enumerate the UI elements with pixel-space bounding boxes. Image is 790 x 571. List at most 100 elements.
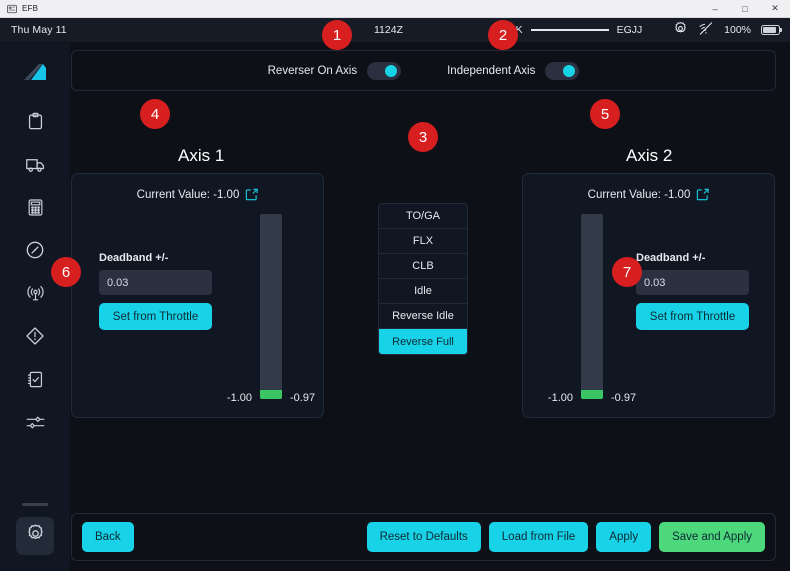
axis1-gauge-fill [260, 390, 282, 399]
axis1-current-value: Current Value: -1.00 [72, 188, 323, 201]
gear-icon [25, 523, 46, 549]
axis2-deadband-label: Deadband +/- [636, 252, 706, 264]
sidebar-item-dispatch[interactable] [15, 102, 55, 145]
axis2-deadband-input[interactable] [636, 270, 749, 295]
sidebar-item-controls[interactable] [15, 403, 55, 446]
header-date: Thu May 11 [11, 24, 67, 36]
detent-item-clb[interactable]: CLB [379, 254, 467, 279]
sidebar-item-navigation[interactable] [15, 231, 55, 274]
efb-header: Thu May 11 1124Z CK EGJJ [0, 18, 790, 43]
annotation-marker-1: 1 [322, 20, 352, 50]
warning-diamond-icon [25, 326, 45, 351]
window-title: EFB [22, 4, 39, 13]
wifi-off-icon[interactable] [698, 21, 714, 39]
sliders-icon [25, 413, 46, 437]
reverser-on-axis-toggle[interactable] [367, 61, 402, 80]
axis2-throttle-gauge: -1.00 -0.97 [548, 214, 636, 404]
titlebar-left: EFB [0, 4, 38, 14]
sidebar [0, 43, 70, 571]
toggle-knob [563, 64, 576, 77]
close-button[interactable]: ✕ [771, 3, 779, 13]
clipboard-icon [26, 112, 45, 136]
annotation-marker-5: 5 [590, 99, 620, 129]
tail-fin-logo-icon [22, 62, 48, 87]
axis2-gauge-fill [581, 390, 603, 399]
independent-axis-option[interactable]: Independent Axis [447, 61, 580, 80]
independent-axis-toggle[interactable] [545, 61, 580, 80]
main-content: Reverser On Axis Independent Axis Axis 1… [70, 43, 790, 571]
detent-item-idle[interactable]: Idle [379, 279, 467, 304]
edit-pencil-icon[interactable] [245, 188, 259, 201]
detent-item-to-ga[interactable]: TO/GA [379, 204, 467, 229]
battery-icon [761, 25, 783, 35]
axis1-set-from-throttle-button[interactable]: Set from Throttle [99, 303, 212, 330]
sidebar-item-performance[interactable] [15, 188, 55, 231]
axis1-deadband-label: Deadband +/- [99, 252, 169, 264]
sidebar-item-checklists[interactable] [15, 360, 55, 403]
header-route: CK EGJJ [508, 24, 642, 36]
route-line [530, 29, 609, 31]
action-bar-right: Reset to Defaults Load from File Apply S… [366, 522, 765, 552]
axis2-deadband-block: Deadband +/- Set from Throttle [636, 252, 749, 330]
axis1-gauge-track [260, 214, 282, 399]
annotation-marker-4: 4 [140, 99, 170, 129]
detent-item-reverse-idle[interactable]: Reverse Idle [379, 304, 467, 329]
axis2-gauge-track [581, 214, 603, 399]
app-window-icon [7, 4, 17, 14]
sidebar-item-ground-services[interactable] [15, 145, 55, 188]
axis2-panel: Current Value: -1.00 Deadband +/- Set fr… [522, 173, 775, 418]
axis2-gauge-high-label: -0.97 [611, 392, 637, 404]
axis1-gauge-low-label: -1.00 [226, 392, 252, 404]
axis1-deadband-input[interactable] [99, 270, 212, 295]
sidebar-item-atc[interactable] [15, 274, 55, 317]
action-bar: Back Reset to Defaults Load from File Ap… [71, 513, 776, 561]
save-and-apply-button[interactable]: Save and Apply [659, 522, 765, 552]
annotation-marker-6: 6 [51, 257, 81, 287]
edit-pencil-icon[interactable] [696, 188, 710, 201]
battery-percent: 100% [724, 24, 751, 36]
reverser-on-axis-option[interactable]: Reverser On Axis [267, 61, 402, 80]
reset-to-defaults-button[interactable]: Reset to Defaults [366, 522, 481, 552]
axis1-current-value-text: Current Value: -1.00 [136, 188, 240, 201]
maximize-button[interactable]: □ [742, 3, 748, 14]
minimize-button[interactable]: – [712, 3, 718, 14]
sidebar-item-settings[interactable] [16, 517, 54, 555]
axis2-current-value-text: Current Value: -1.00 [587, 188, 691, 201]
axis1-throttle-gauge: -1.00 -0.97 [227, 214, 315, 404]
window-titlebar: EFB – □ ✕ [0, 0, 790, 18]
sidebar-divider [22, 503, 48, 506]
axis2-gauge-low-label: -1.00 [547, 392, 573, 404]
window-controls: – □ ✕ [700, 0, 790, 18]
back-button[interactable]: Back [82, 522, 134, 552]
calculator-icon [26, 198, 45, 222]
header-status-icons: 100% [673, 21, 783, 39]
detent-item-flx[interactable]: FLX [379, 229, 467, 254]
broadcast-icon [25, 284, 46, 308]
reverser-on-axis-label: Reverser On Axis [267, 64, 358, 77]
sidebar-item-failures[interactable] [15, 317, 55, 360]
axis1-gauge-high-label: -0.97 [290, 392, 316, 404]
compass-icon [25, 240, 45, 265]
independent-axis-label: Independent Axis [447, 64, 536, 77]
axis1-deadband-block: Deadband +/- Set from Throttle [99, 252, 212, 330]
toggle-knob [385, 64, 398, 77]
sidebar-item-logo[interactable] [15, 53, 55, 96]
gear-icon[interactable] [673, 21, 688, 39]
annotation-marker-7: 7 [612, 257, 642, 287]
axis2-set-from-throttle-button[interactable]: Set from Throttle [636, 303, 749, 330]
detent-item-reverse-full[interactable]: Reverse Full [379, 329, 467, 354]
checklist-icon [26, 370, 45, 394]
annotation-marker-3: 3 [408, 122, 438, 152]
axis2-current-value: Current Value: -1.00 [523, 188, 774, 201]
apply-button[interactable]: Apply [596, 522, 652, 552]
load-from-file-button[interactable]: Load from File [488, 522, 589, 552]
axis1-title: Axis 1 [178, 146, 225, 165]
header-time: 1124Z [374, 24, 403, 36]
axis-options-bar: Reverser On Axis Independent Axis [71, 50, 776, 91]
axis1-panel: Current Value: -1.00 Deadband +/- Set fr… [71, 173, 324, 418]
axis2-title: Axis 2 [626, 146, 673, 165]
annotation-marker-2: 2 [488, 20, 518, 50]
route-destination: EGJJ [616, 24, 643, 36]
